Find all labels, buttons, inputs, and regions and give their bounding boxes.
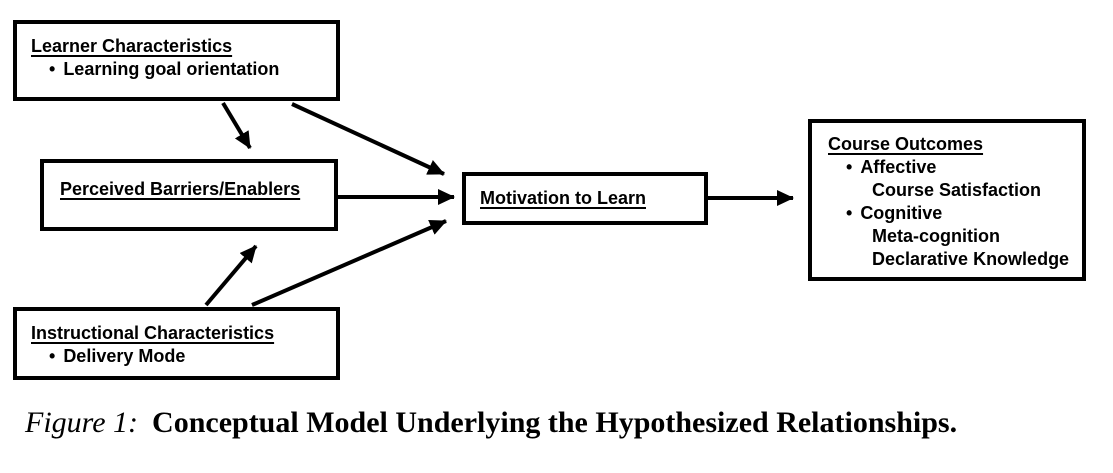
figure-caption-title: Conceptual Model Underlying the Hypothes… bbox=[152, 406, 958, 439]
list-item: • Affective bbox=[828, 156, 1082, 179]
bullet-label-delivery-mode: Delivery Mode bbox=[63, 346, 186, 366]
box-perceived-barriers-enablers: Perceived Barriers/Enablers bbox=[40, 159, 338, 231]
list-item: • Cognitive bbox=[828, 202, 1082, 225]
bullet-icon: • bbox=[49, 346, 56, 366]
list-item: • Delivery Mode bbox=[31, 345, 336, 368]
box-title-course-outcomes: Course Outcomes bbox=[828, 134, 984, 154]
bullet-icon: • bbox=[846, 203, 853, 223]
box-instructional-characteristics: Instructional Characteristics • Delivery… bbox=[13, 307, 340, 380]
box-title-learner-characteristics: Learner Characteristics bbox=[31, 36, 233, 56]
box-title-instructional-characteristics: Instructional Characteristics bbox=[31, 323, 275, 343]
bullet-label-learning-goal-orientation: Learning goal orientation bbox=[63, 59, 280, 79]
sub-item-course-satisfaction: Course Satisfaction bbox=[872, 180, 1042, 200]
arrow-instructional-to-motivation bbox=[251, 219, 447, 307]
bullet-label-cognitive: Cognitive bbox=[860, 203, 943, 223]
bullet-icon: • bbox=[846, 157, 853, 177]
bullet-icon: • bbox=[49, 59, 56, 79]
sub-item-meta-cognition: Meta-cognition bbox=[872, 226, 1000, 246]
arrow-instructional-to-barriers bbox=[204, 244, 258, 307]
bullet-label-affective: Affective bbox=[860, 157, 937, 177]
figure-caption-label: Figure 1: bbox=[25, 406, 139, 439]
box-learner-characteristics: Learner Characteristics • Learning goal … bbox=[13, 20, 340, 101]
box-course-outcomes: Course Outcomes • Affective Course Satis… bbox=[808, 119, 1086, 281]
figure-caption: Figure 1: Conceptual Model Underlying the… bbox=[25, 406, 1105, 440]
box-title-motivation-to-learn: Motivation to Learn bbox=[480, 188, 646, 208]
sub-item-declarative-knowledge: Declarative Knowledge bbox=[872, 249, 1070, 269]
arrow-learner-to-barriers bbox=[221, 101, 252, 150]
box-motivation-to-learn: Motivation to Learn bbox=[462, 172, 708, 225]
box-title-perceived-barriers-enablers: Perceived Barriers/Enablers bbox=[60, 179, 301, 199]
list-item: • Learning goal orientation bbox=[31, 58, 336, 81]
